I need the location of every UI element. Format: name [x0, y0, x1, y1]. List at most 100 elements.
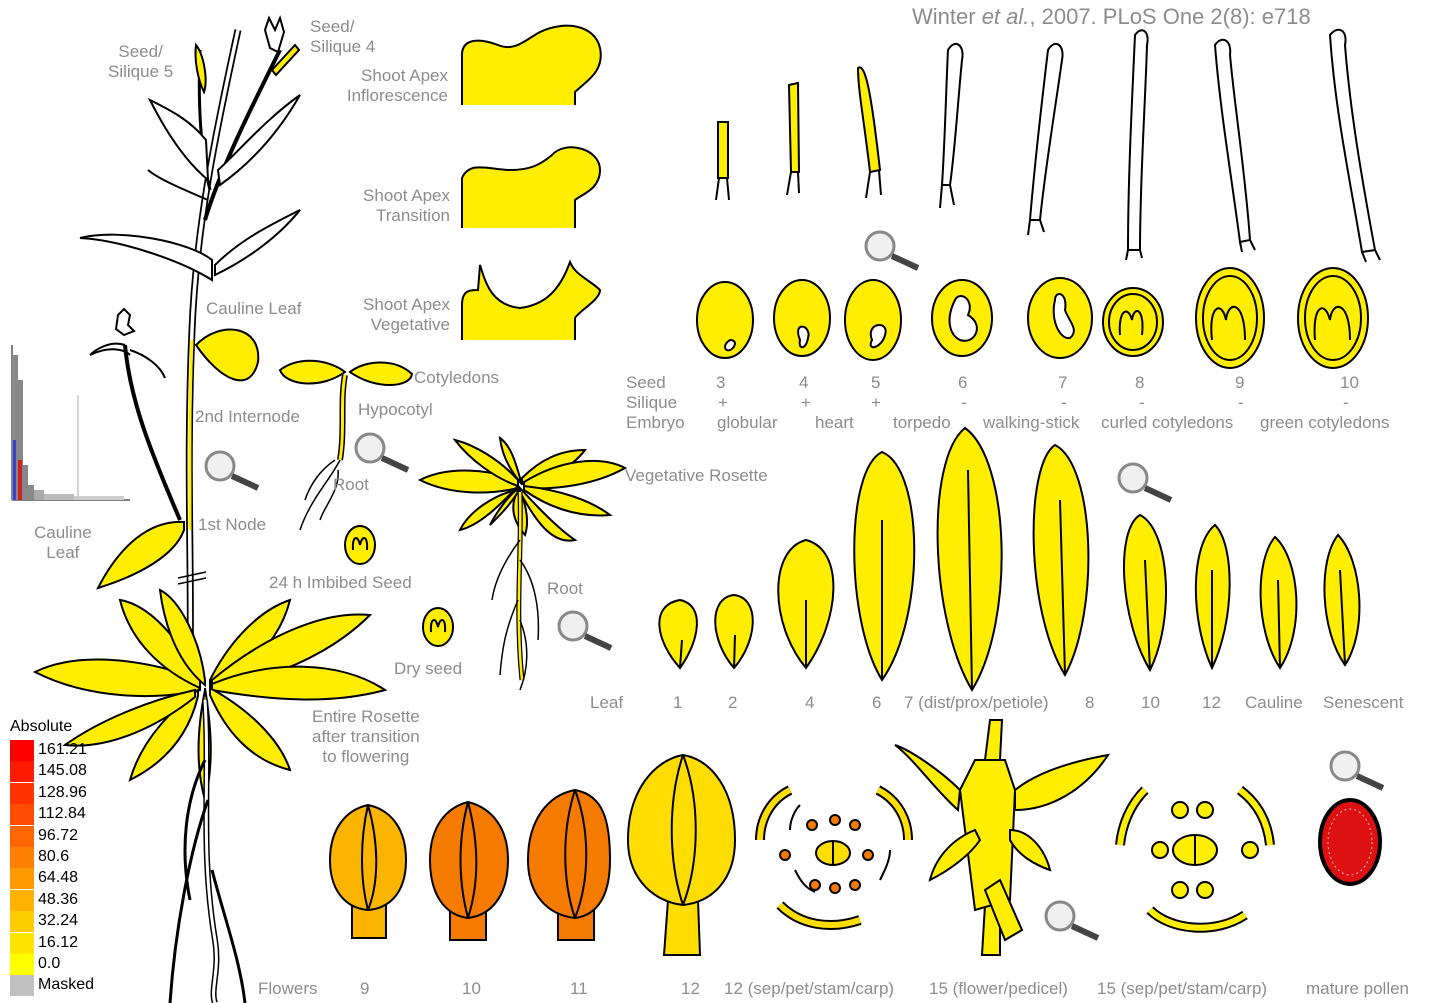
seed-row-label-silique: Silique	[626, 393, 677, 413]
leaf-12	[1196, 525, 1230, 668]
flower-item-label: 12	[681, 979, 700, 999]
label-first-node: 1st Node	[198, 515, 266, 535]
legend-swatch	[10, 847, 34, 868]
legend-entry: 145.08	[10, 761, 130, 782]
legend-swatch	[10, 761, 34, 782]
legend-value: 96.72	[38, 827, 78, 845]
citation-authors: Winter	[912, 4, 982, 29]
legend-value: Masked	[38, 976, 94, 994]
seed-stage-9	[1196, 268, 1264, 368]
seed-stage-label: 3	[716, 373, 725, 393]
silique-marker: -	[1238, 393, 1244, 413]
silique-series	[716, 30, 1380, 262]
embryo-stage-label: torpedo	[893, 413, 951, 433]
seed-stage-label: 8	[1135, 373, 1144, 393]
silique-marker: +	[718, 393, 728, 413]
label-apex-transition: Shoot Apex Transition	[330, 186, 450, 226]
leaf-item-label: 2	[728, 693, 737, 713]
seed-stage-8	[1103, 288, 1163, 356]
silique-marker: -	[1061, 393, 1067, 413]
label-vegetative-rosette: Vegetative Rosette	[625, 466, 768, 486]
silique-marker: -	[1139, 393, 1145, 413]
magnifier-icon	[553, 608, 623, 653]
label-apex-inflorescence: Shoot Apex Inflorescence	[330, 66, 448, 106]
embryo-stage-label: curled cotyledons	[1101, 413, 1233, 433]
seed-stage-label: 5	[871, 373, 880, 393]
label-imbibed-seed: 24 h Imbibed Seed	[269, 573, 412, 593]
legend-value: 32.24	[38, 912, 78, 930]
embryo-stage-label: walking-stick	[983, 413, 1079, 433]
flower-15-organs	[1120, 790, 1270, 928]
legend-swatch	[10, 826, 34, 847]
legend-entry: 80.6	[10, 847, 130, 868]
legend-entry: 16.12	[10, 933, 130, 954]
leaf-6	[854, 452, 914, 680]
seed-stage-label: 9	[1235, 373, 1244, 393]
label-hypocotyl: Hypocotyl	[358, 400, 433, 420]
magnifier-icon	[1325, 748, 1395, 793]
label-cauline-leaf-lower: Cauline Leaf	[34, 523, 92, 563]
leaf-item-label: 4	[805, 693, 814, 713]
flower-item-label: 12 (sep/pet/stam/carp)	[724, 979, 894, 999]
legend-entry: 48.36	[10, 890, 130, 911]
leaf-row-label: Leaf	[590, 693, 623, 713]
legend-value: 145.08	[38, 762, 87, 780]
leaf-1	[659, 600, 697, 668]
silique-marker: +	[801, 393, 811, 413]
seed-stage-label: 10	[1340, 373, 1359, 393]
legend-entry: 0.0	[10, 954, 130, 975]
upper-cauline-leaf	[196, 330, 258, 381]
embryo-stage-label: globular	[717, 413, 778, 433]
legend-title: Absolute	[10, 718, 72, 736]
seed-stage-5	[845, 280, 901, 360]
legend-value: 64.48	[38, 869, 78, 887]
seed-stage-label: 4	[799, 373, 808, 393]
flower-10	[430, 802, 508, 940]
label-apex-vegetative: Shoot Apex Vegetative	[330, 295, 450, 335]
leaf-item-label: 7 (dist/prox/petiole)	[904, 693, 1049, 713]
leaf-item-label: 10	[1141, 693, 1160, 713]
apex-inflorescence	[462, 26, 601, 105]
apex-vegetative	[462, 262, 600, 340]
legend-swatch	[10, 911, 34, 932]
legend-swatch	[10, 933, 34, 954]
shoot-apices	[462, 26, 601, 340]
label-cauline-leaf-upper: Cauline Leaf	[206, 299, 301, 319]
seed-stage-label: 6	[958, 373, 967, 393]
legend-entry: Masked	[10, 975, 130, 996]
legend-entry: 32.24	[10, 911, 130, 932]
leaf-item-label: 1	[673, 693, 682, 713]
legend-value: 16.12	[38, 934, 78, 952]
label-dry-seed: Dry seed	[394, 659, 462, 679]
legend-value: 128.96	[38, 784, 87, 802]
citation-rest: , 2007. PLoS One 2(8): e718	[1029, 4, 1310, 29]
seed-stage-6	[932, 280, 992, 356]
legend-swatch	[10, 804, 34, 825]
flower-12-organs	[760, 790, 908, 925]
citation-etal: et al.	[982, 4, 1030, 29]
flower-buds	[265, 18, 284, 52]
mature-pollen	[1320, 800, 1380, 884]
leaf-item-label: 6	[872, 693, 881, 713]
label-seed-silique-4: Seed/ Silique 4	[310, 17, 375, 57]
silique-5	[195, 45, 205, 92]
flower-11	[528, 790, 610, 940]
flower-item-label: mature pollen	[1306, 979, 1409, 999]
legend-entry: 96.72	[10, 826, 130, 847]
seed-row-label-embryo: Embryo	[626, 413, 685, 433]
legend-swatch	[10, 890, 34, 911]
leaf-8	[1034, 445, 1089, 675]
legend-entry: 112.84	[10, 804, 130, 825]
legend-value: 112.84	[38, 805, 86, 823]
apex-transition	[462, 147, 600, 228]
seed-series	[697, 268, 1368, 368]
imbibed-seed	[345, 526, 375, 564]
magnifier-icon	[200, 448, 270, 493]
embryo-stage-label: heart	[815, 413, 854, 433]
label-entire-rosette: Entire Rosette after transition to flowe…	[312, 707, 420, 767]
legend-swatch	[10, 954, 34, 975]
leaf-cauline	[1261, 537, 1297, 668]
legend-swatch	[10, 783, 34, 804]
seed-stage-label: 7	[1058, 373, 1067, 393]
label-second-internode: 2nd Internode	[195, 407, 300, 427]
